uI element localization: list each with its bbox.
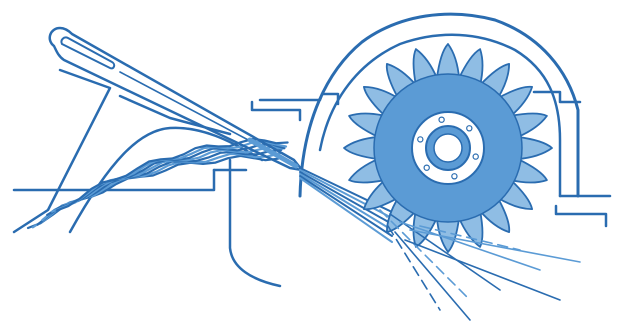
runner-bucket xyxy=(435,43,461,80)
hub-bolt xyxy=(472,153,479,160)
housing-left-wall xyxy=(228,158,282,288)
runner-bucket xyxy=(435,216,461,253)
water-jet xyxy=(299,167,393,243)
ground-line xyxy=(12,168,216,192)
housing-right-base-step xyxy=(554,204,608,228)
nozzle xyxy=(48,26,304,172)
runner-bucket xyxy=(516,135,553,161)
spray-line xyxy=(394,231,471,321)
housing-upper-ledge xyxy=(258,92,340,106)
hub-bolt xyxy=(423,164,430,171)
nozzle-body xyxy=(48,26,304,172)
jet-stream-line xyxy=(299,173,393,231)
water-spray xyxy=(379,209,581,321)
housing-ledge-step xyxy=(250,100,302,122)
jet-stream-line xyxy=(299,177,393,243)
spray-line xyxy=(409,229,581,263)
axle-hole xyxy=(433,133,463,163)
spray-line xyxy=(389,213,501,291)
spray-line xyxy=(399,221,541,271)
needle-tip xyxy=(247,137,299,169)
pelton-runner xyxy=(343,43,553,253)
penstock-outer-wall xyxy=(12,68,112,234)
spray-line xyxy=(379,209,471,301)
jet-stream-line xyxy=(299,175,393,237)
spray-line xyxy=(404,239,561,301)
hub-bolt xyxy=(466,125,473,132)
hub-bolt xyxy=(451,173,458,180)
penstock-pipe xyxy=(12,68,289,234)
penstock-inner-wall xyxy=(68,126,264,234)
housing-right-flange xyxy=(532,90,582,104)
spray-line xyxy=(419,225,521,251)
hub-bolt xyxy=(438,116,445,123)
turbine-housing xyxy=(12,12,612,288)
runner-bucket xyxy=(343,135,380,161)
housing-outer-arc xyxy=(298,12,580,198)
penstock-water-flow xyxy=(26,137,289,230)
hub-bolt xyxy=(417,136,424,143)
spray-line xyxy=(387,225,441,311)
nozzle-slot xyxy=(60,36,116,70)
jet-stream-line xyxy=(299,169,393,219)
jet-stream-line xyxy=(299,171,393,225)
